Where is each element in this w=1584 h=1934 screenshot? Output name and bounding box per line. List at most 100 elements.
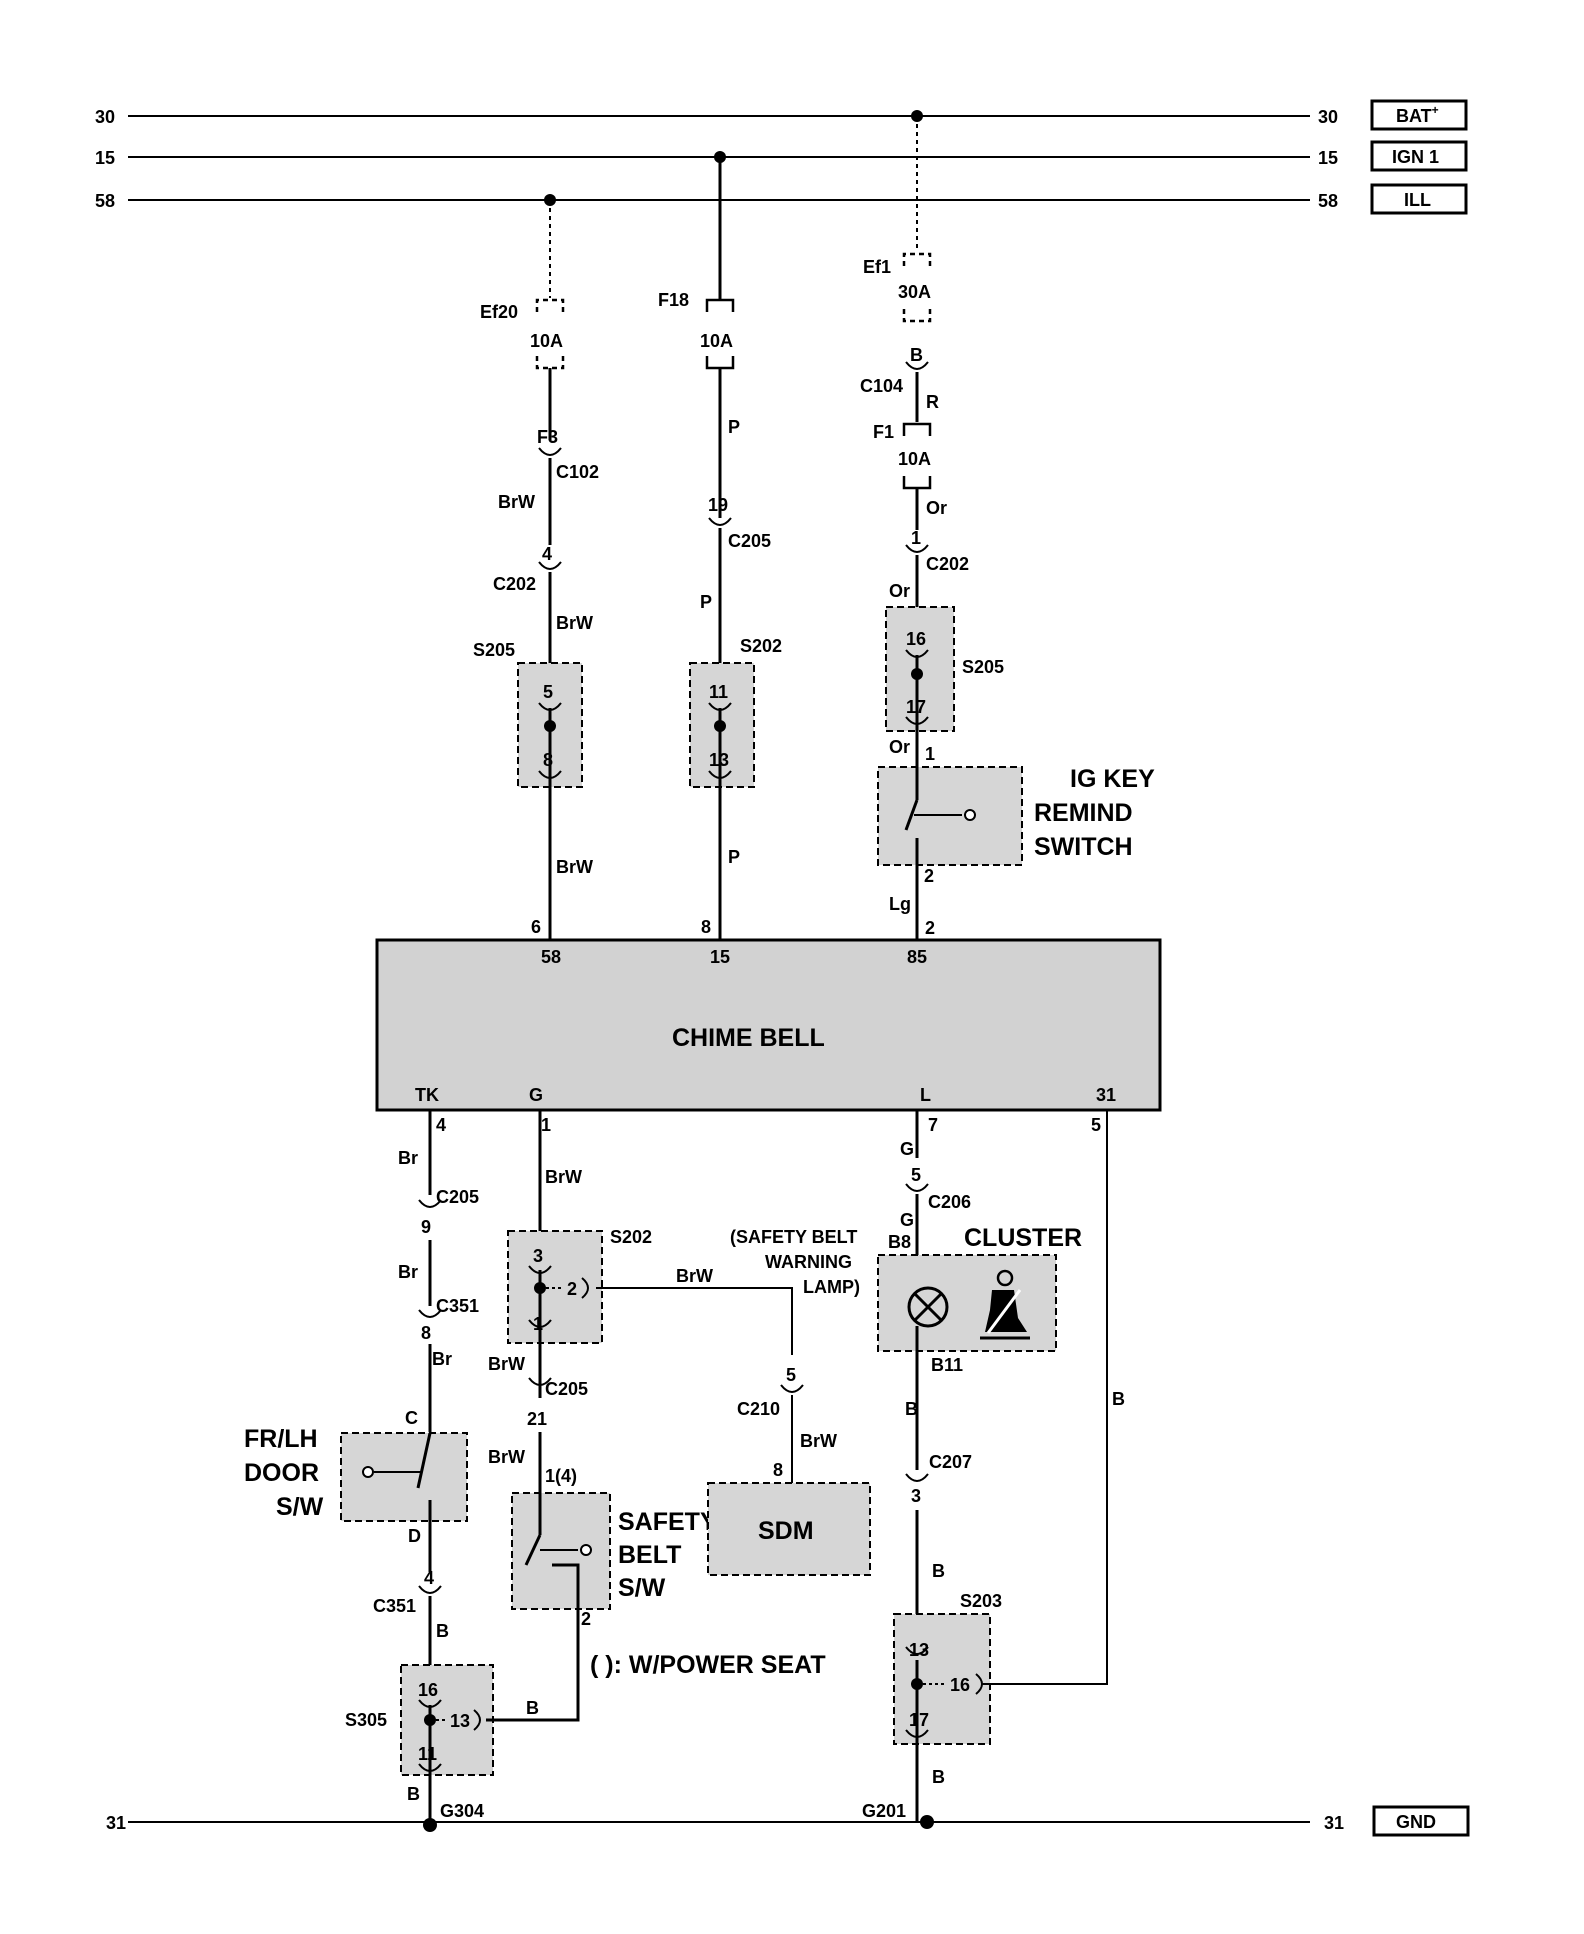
pin-4-c202: 4 <box>542 544 552 564</box>
s202-b-pin-2: 2 <box>567 1279 577 1299</box>
c205-label-3: C205 <box>545 1379 588 1399</box>
ef1-rating: 30A <box>898 282 931 302</box>
c202-label-2: C202 <box>926 554 969 574</box>
s205-a-pin-5: 5 <box>543 682 553 702</box>
sdm-module <box>707 1482 871 1576</box>
chime-pin-31: 31 <box>1096 1085 1116 1105</box>
wire-brw-5: BrW <box>488 1354 525 1374</box>
bus-30: 30 30 BAT+ <box>95 99 1468 131</box>
power-seat-note: ( ): W/POWER SEAT <box>590 1651 826 1679</box>
c202-label-1: C202 <box>493 574 536 594</box>
s203-pin-13: 13 <box>909 1640 929 1660</box>
bus-31: 31 31 GND <box>106 1805 1470 1837</box>
s205-label-2: S205 <box>962 657 1004 677</box>
s202-label-1: S202 <box>740 636 782 656</box>
s205-b-pin-16: 16 <box>906 629 926 649</box>
ign-branch: F18 10A P 19 C205 P S202 11 13 P 8 <box>658 157 782 940</box>
ig-pin-2: 2 <box>924 866 934 886</box>
c205-label-1: C205 <box>728 531 771 551</box>
seat-belt-label-2: BELT <box>618 1541 681 1569</box>
bus-58: 58 58 ILL <box>95 183 1468 215</box>
s205-label-1: S205 <box>473 640 515 660</box>
wire-p-2: P <box>700 592 712 612</box>
bus-30-num-right: 30 <box>1318 107 1338 127</box>
ill-label: ILL <box>1404 190 1431 210</box>
wire-b-5: B <box>932 1561 945 1581</box>
c206-pin-5: 5 <box>911 1165 921 1185</box>
s203-pin-16: 16 <box>950 1675 970 1695</box>
s305-label: S305 <box>345 1710 387 1730</box>
wire-b-2: B <box>407 1784 420 1804</box>
pin-2: 2 <box>925 918 935 938</box>
bus-58-num-right: 58 <box>1318 191 1338 211</box>
pin-19: 19 <box>708 495 728 515</box>
wire-b-6: B <box>932 1767 945 1787</box>
bus-15: 15 15 IGN 1 <box>95 140 1468 172</box>
wire-r: R <box>926 392 939 412</box>
f1-rating: 10A <box>898 449 931 469</box>
chime-pin-tk: TK <box>415 1085 439 1105</box>
bus-31-num-left: 31 <box>106 1813 126 1833</box>
f18-name: F18 <box>658 290 689 310</box>
wire-brw-2: BrW <box>556 613 593 633</box>
ground-icon <box>423 1818 437 1832</box>
l-pin-7: 7 <box>928 1115 938 1135</box>
wire-or-3: Or <box>889 737 910 757</box>
f1-name: F1 <box>873 422 894 442</box>
c102-label: C102 <box>556 462 599 482</box>
door-pin-d: D <box>408 1526 421 1546</box>
wire-brw-4: BrW <box>545 1167 582 1187</box>
chime-pin-l: L <box>920 1085 931 1105</box>
s205-a-pin-8: 8 <box>543 750 553 770</box>
c31-pin-5: 5 <box>1091 1115 1101 1135</box>
door-label-2: DOOR <box>244 1459 319 1487</box>
wire-br-2: Br <box>398 1262 418 1282</box>
bus-15-num-left: 15 <box>95 148 115 168</box>
chime-pin-85: 85 <box>907 947 927 967</box>
seat-belt-label-3: S/W <box>618 1574 666 1602</box>
s305-pin-13: 13 <box>450 1711 470 1731</box>
g-pin-1: 1 <box>541 1115 551 1135</box>
fr-lh-door-switch <box>340 1432 468 1522</box>
ill-branch: Ef20 10A F3 C102 BrW 4 C202 BrW S205 5 8… <box>473 200 599 940</box>
splice-s203 <box>893 1613 991 1745</box>
wire-or-1: Or <box>926 498 947 518</box>
c351-pin-4: 4 <box>424 1568 434 1588</box>
pin-b-c104: B <box>910 345 923 365</box>
c351-label-1: C351 <box>436 1296 479 1316</box>
bat-label: BAT+ <box>1396 103 1439 126</box>
lamp-label-1: (SAFETY BELT <box>730 1227 857 1247</box>
c207-label: C207 <box>929 1452 972 1472</box>
sdm-pin-8: 8 <box>773 1460 783 1480</box>
s202-a-pin-11: 11 <box>709 682 728 702</box>
cluster-branch: 7 G 5 C206 G B8 CLUSTER (SAFETY BELT WAR… <box>730 1110 1125 1829</box>
g201-label: G201 <box>862 1801 906 1821</box>
bus-30-num-left: 30 <box>95 107 115 127</box>
s305-pin-11: 11 <box>418 1744 437 1764</box>
wire-b-4: B <box>905 1399 918 1419</box>
cluster-pin-b11: B11 <box>931 1355 963 1375</box>
c207-pin-3: 3 <box>911 1486 921 1506</box>
wire-brw-6: BrW <box>488 1447 525 1467</box>
seat-pin-1-4: 1(4) <box>545 1466 577 1486</box>
f18-rating: 10A <box>700 331 733 351</box>
tk-pin-4: 4 <box>436 1115 446 1135</box>
chime-pin-58: 58 <box>541 947 561 967</box>
switch-icon <box>362 1432 432 1521</box>
c210-pin-5: 5 <box>786 1365 796 1385</box>
pin-1-c202: 1 <box>911 528 921 548</box>
door-switch-branch: 4 Br C205 9 Br C351 8 Br C FR/LH DOOR S/… <box>244 1110 580 1832</box>
wire-p-3: P <box>728 847 740 867</box>
door-label-1: FR/LH <box>244 1425 318 1453</box>
bus-31-num-right: 31 <box>1324 1813 1344 1833</box>
door-label-3: S/W <box>276 1493 324 1521</box>
cluster <box>877 1254 1057 1352</box>
wire-br-3: Br <box>432 1349 452 1369</box>
switch-icon <box>904 765 976 865</box>
f3-pin: F3 <box>537 427 558 447</box>
lamp-label-3: LAMP) <box>803 1277 860 1297</box>
chime-bell: 58 15 85 CHIME BELL TK G L 31 <box>375 938 1162 1112</box>
wire-brw-1: BrW <box>498 492 535 512</box>
ef20-rating: 10A <box>530 331 563 351</box>
